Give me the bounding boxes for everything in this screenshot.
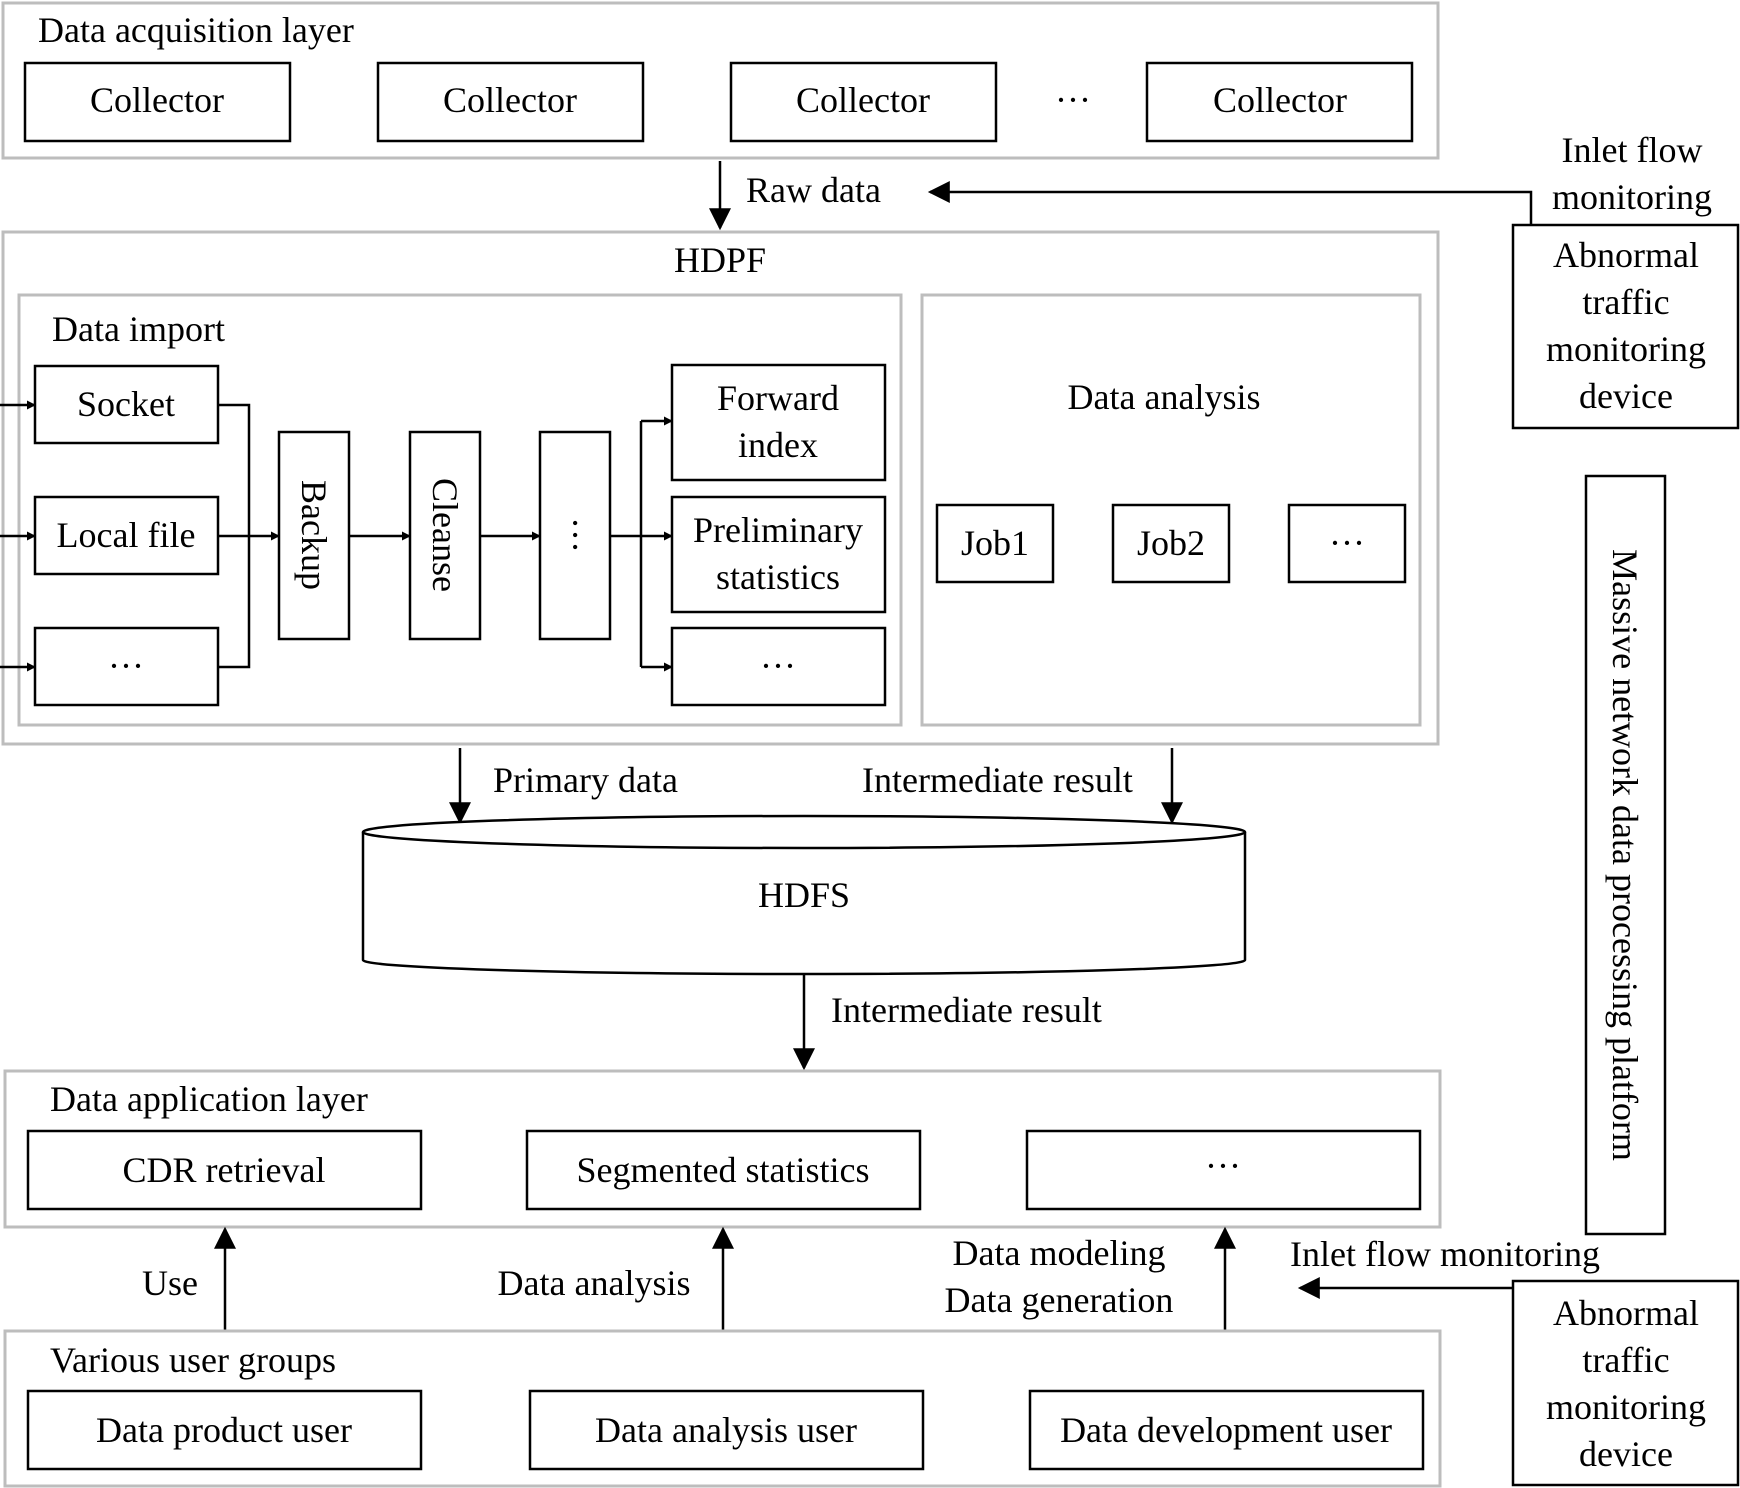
use-label: Use xyxy=(142,1263,198,1303)
collector-ellipsis: ··· xyxy=(1055,80,1091,120)
platform-box xyxy=(1584,474,1667,1236)
hdpf-layer: HDPF Data import Socket Local file ··· B… xyxy=(0,230,1440,746)
data-product-user-label: Data product user xyxy=(96,1410,352,1450)
collector-box-1 xyxy=(23,61,292,143)
intermediate-result-top-label: Intermediate result xyxy=(862,760,1133,800)
backup-box xyxy=(277,430,351,641)
output-more-box xyxy=(670,626,887,707)
source-more-box xyxy=(33,626,220,707)
collector-label-1: Collector xyxy=(90,80,224,120)
collector-label-2: Collector xyxy=(443,80,577,120)
application-more-label: ··· xyxy=(1205,1146,1241,1186)
data-modeling-label: Data modeling xyxy=(953,1233,1166,1273)
forward-index-line2: index xyxy=(738,425,818,465)
inlet-flow-top-arrow xyxy=(927,181,1533,225)
hdpf-title: HDPF xyxy=(674,240,766,280)
device-top-line3: monitoring xyxy=(1546,329,1706,369)
cdr-retrieval-label: CDR retrieval xyxy=(123,1150,326,1190)
device-top-line1: Abnormal xyxy=(1553,235,1699,275)
hdfs-cylinder-body xyxy=(361,832,1247,976)
massive-platform: Massive network data processing platform xyxy=(1584,474,1667,1236)
data-import-title: Data import xyxy=(52,309,225,349)
data-analysis-flow-label: Data analysis xyxy=(498,1263,691,1303)
preliminary-statistics-line2: statistics xyxy=(716,557,840,597)
inlet-bottom-label: Inlet flow monitoring xyxy=(1290,1234,1600,1274)
hdfs-storage: HDFS xyxy=(361,814,1247,976)
inlet-top-line2: monitoring xyxy=(1552,177,1712,217)
device-bottom-line2: traffic xyxy=(1582,1340,1669,1380)
device-bottom-line1: Abnormal xyxy=(1553,1293,1699,1333)
output-more-label: ··· xyxy=(760,646,796,686)
stage-dots-label: ··· xyxy=(555,517,595,553)
preliminary-statistics-box xyxy=(670,495,887,614)
platform-label: Massive network data processing platform xyxy=(1605,549,1645,1161)
device-top-box xyxy=(1511,223,1740,430)
data-analysis-title: Data analysis xyxy=(1068,377,1261,417)
forward-index-box xyxy=(670,363,887,482)
collector-box-2 xyxy=(376,61,645,143)
collector-box-3 xyxy=(729,61,998,143)
segmented-statistics-box xyxy=(525,1129,922,1211)
preliminary-statistics-line1: Preliminary xyxy=(693,510,863,550)
device-bottom-line4: device xyxy=(1579,1434,1673,1474)
abnormal-device-top: Abnormal traffic monitoring device xyxy=(1511,223,1740,430)
device-top-line2: traffic xyxy=(1582,282,1669,322)
forward-index-line1: Forward xyxy=(717,378,839,418)
inlet-top-line1: Inlet flow xyxy=(1562,130,1703,170)
cleanse-label: Cleanse xyxy=(425,478,465,592)
stage-dots-box xyxy=(538,430,612,641)
source-localfile-label: Local file xyxy=(57,515,196,555)
hdfs-cylinder-top xyxy=(361,814,1247,850)
segmented-statistics-label: Segmented statistics xyxy=(577,1150,870,1190)
collector-label-4: Collector xyxy=(1213,80,1347,120)
application-more-box xyxy=(1025,1129,1422,1211)
hdfs-label: HDFS xyxy=(758,875,850,915)
data-product-user-box xyxy=(26,1389,423,1471)
job-more-box xyxy=(1287,503,1407,584)
job1-box xyxy=(935,503,1055,584)
source-localfile-box xyxy=(33,495,220,576)
user-groups-title: Various user groups xyxy=(50,1340,336,1380)
application-title: Data application layer xyxy=(50,1079,368,1119)
device-top-line4: device xyxy=(1579,376,1673,416)
data-acquisition-layer: Data acquisition layer Collector Collect… xyxy=(1,1,1440,160)
job2-label: Job2 xyxy=(1137,523,1205,563)
user-groups-layer: Various user groups Data product user Da… xyxy=(3,1329,1442,1488)
collector-box-4 xyxy=(1145,61,1414,143)
data-analysis-user-box xyxy=(528,1389,925,1471)
data-analysis-user-label: Data analysis user xyxy=(595,1410,857,1450)
data-development-user-label: Data development user xyxy=(1060,1410,1392,1450)
primary-data-label: Primary data xyxy=(493,760,678,800)
backup-label: Backup xyxy=(294,480,334,590)
job1-label: Job1 xyxy=(961,523,1029,563)
data-application-layer: Data application layer CDR retrieval Seg… xyxy=(3,1069,1442,1229)
device-bottom-line3: monitoring xyxy=(1546,1387,1706,1427)
source-more-label: ··· xyxy=(108,646,144,686)
raw-data-label: Raw data xyxy=(746,170,881,210)
data-generation-label: Data generation xyxy=(945,1280,1174,1320)
collector-label-3: Collector xyxy=(796,80,930,120)
source-socket-label: Socket xyxy=(77,384,175,424)
cdr-retrieval-box xyxy=(26,1129,423,1211)
acquisition-title: Data acquisition layer xyxy=(38,10,354,50)
job-more-label: ··· xyxy=(1329,523,1365,563)
abnormal-device-bottom: Abnormal traffic monitoring device xyxy=(1511,1279,1740,1487)
intermediate-result-bottom-label: Intermediate result xyxy=(831,990,1102,1030)
job2-box xyxy=(1111,503,1231,584)
cleanse-box xyxy=(408,430,482,641)
device-bottom-box xyxy=(1511,1279,1740,1487)
data-development-user-box xyxy=(1028,1389,1425,1471)
